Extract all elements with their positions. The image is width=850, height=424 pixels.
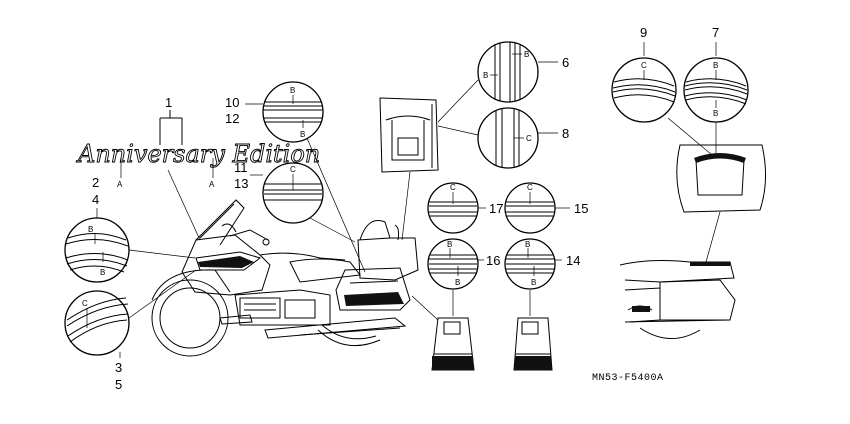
letter-c-c35: C <box>82 299 88 308</box>
letter-b-c7a: B <box>713 61 718 70</box>
letter-c-c9: C <box>641 61 647 70</box>
detail-circle-7: B B <box>683 57 749 123</box>
callout-16: 16 <box>486 253 500 268</box>
callout-14: 14 <box>566 253 580 268</box>
letter-c-c8: C <box>526 134 532 143</box>
callout-12: 12 <box>225 111 239 126</box>
callout-2: 2 <box>92 175 99 190</box>
detail-circle-9: C <box>611 57 677 123</box>
callout-11: 11 <box>234 160 248 175</box>
letter-b-c6a: B <box>483 71 488 80</box>
letter-a-left: A <box>117 180 123 189</box>
detail-circle-3-5: C <box>64 290 130 356</box>
callout-4: 4 <box>92 192 99 207</box>
letter-b-c1012b: B <box>300 130 305 139</box>
saddlebag-panel-left <box>431 317 475 371</box>
callout-1: 1 <box>165 95 172 110</box>
emblem-group: Anniversary Edition 1 A A <box>76 95 321 241</box>
trunk-lid-illustration <box>379 97 439 173</box>
letter-b-c1012a: B <box>290 86 295 95</box>
callout-17: 17 <box>489 201 503 216</box>
motorcycle-illustration <box>151 199 419 357</box>
emblem-script: Anniversary Edition <box>76 140 320 168</box>
letter-b-c14b: B <box>531 278 536 287</box>
callout-6: 6 <box>562 55 569 70</box>
detail-circle-2-4: B B <box>64 217 130 283</box>
callout-15: 15 <box>574 201 588 216</box>
trunk-top-illustration <box>676 144 767 213</box>
saddlebag-panel-right <box>513 317 553 371</box>
detail-circle-14: B B <box>504 238 556 290</box>
letter-b-c24a: B <box>88 225 93 234</box>
detail-circle-16: B B <box>427 238 479 290</box>
detail-circle-17: C <box>427 182 479 234</box>
letter-b-c16b: B <box>455 278 460 287</box>
detail-circle-11-13: C <box>262 162 324 224</box>
letter-c-c17: C <box>450 183 456 192</box>
callout-8: 8 <box>562 126 569 141</box>
callout-7: 7 <box>712 25 719 40</box>
detail-circle-8: C <box>477 107 539 169</box>
callout-5: 5 <box>115 377 122 392</box>
letter-b-c24b: B <box>100 268 105 277</box>
detail-circle-6: B B <box>477 41 539 103</box>
detail-circle-10-12: B B <box>262 81 324 143</box>
letter-b-c6b: B <box>524 50 529 59</box>
callout-10: 10 <box>225 95 239 110</box>
callout-13: 13 <box>234 176 248 191</box>
letter-b-c16a: B <box>447 240 452 249</box>
letter-b-c14a: B <box>525 240 530 249</box>
diagram-code: MN53-F5400A <box>592 373 664 384</box>
callout-9: 9 <box>640 25 647 40</box>
callout-3: 3 <box>115 360 122 375</box>
letter-c-c1113: C <box>290 165 296 174</box>
bike-rear-illustration <box>619 260 736 339</box>
detail-circle-15: C <box>504 182 556 234</box>
letter-c-c15: C <box>527 183 533 192</box>
letter-b-c7b: B <box>713 109 718 118</box>
letter-a-right: A <box>209 180 215 189</box>
